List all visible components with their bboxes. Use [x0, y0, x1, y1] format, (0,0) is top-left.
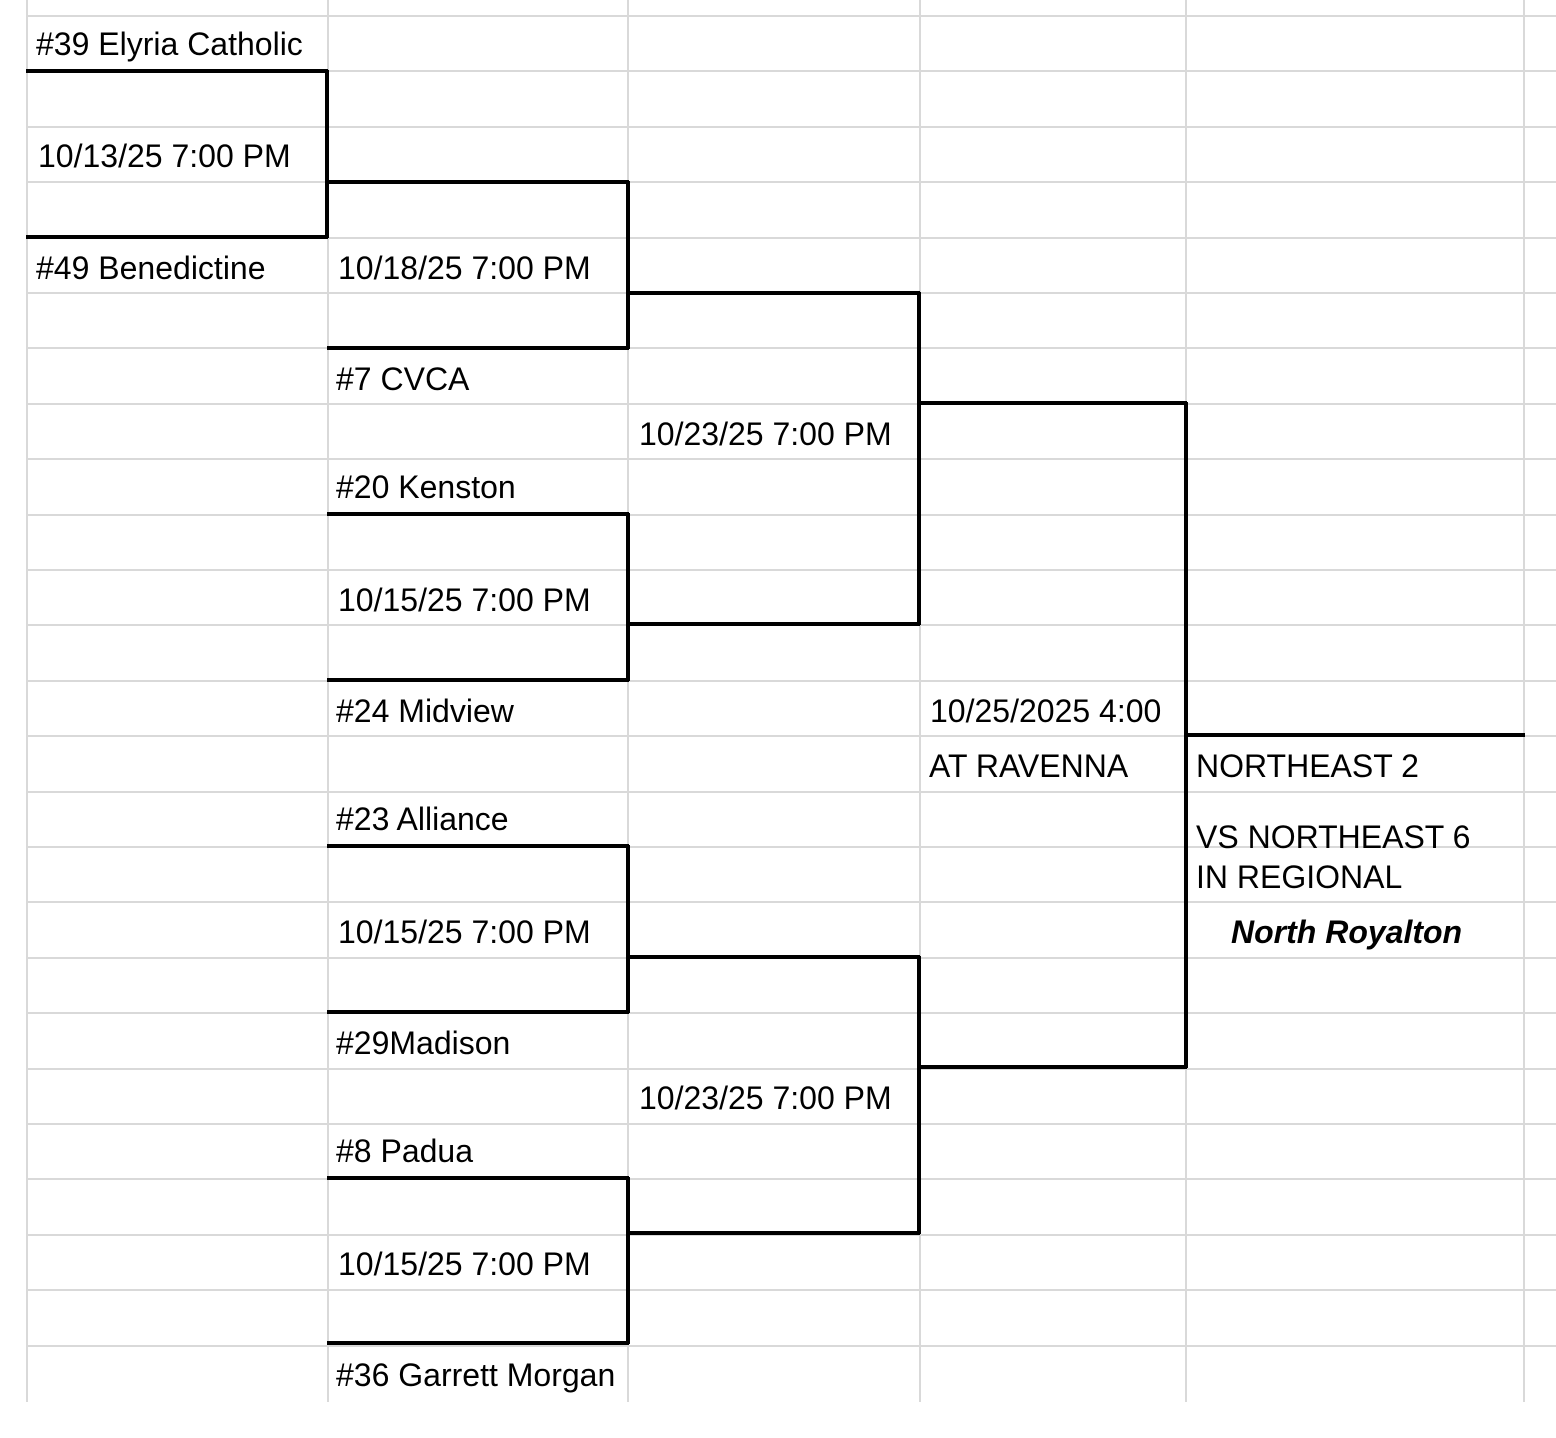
- column-gridline: [1523, 0, 1525, 1402]
- row-gridline: [26, 1345, 1556, 1347]
- row-gridline: [26, 126, 1556, 128]
- bracket-line: [26, 235, 328, 239]
- row-gridline: [26, 237, 1556, 239]
- bracket-line: [627, 622, 920, 626]
- row-gridline: [26, 70, 1556, 72]
- bracket-line: [327, 346, 629, 350]
- match-date-round1[interactable]: 10/13/25 7:00 PM: [38, 138, 291, 174]
- column-gridline: [26, 0, 28, 1402]
- team-elyria-catholic[interactable]: #39 Elyria Catholic: [36, 26, 303, 62]
- column-gridline: [327, 0, 329, 1402]
- row-gridline: [26, 791, 1556, 793]
- row-gridline: [26, 1012, 1556, 1014]
- row-gridline: [26, 569, 1556, 571]
- row-gridline: [26, 514, 1556, 516]
- outcome-seed[interactable]: NORTHEAST 2: [1196, 748, 1419, 784]
- row-gridline: [26, 403, 1556, 405]
- match-date-round2-4[interactable]: 10/15/25 7:00 PM: [338, 1246, 591, 1282]
- bracket-line: [626, 845, 630, 1013]
- outcome-note-line1[interactable]: VS NORTHEAST 6: [1196, 819, 1471, 855]
- bracket-line: [327, 1341, 629, 1345]
- bracket-line: [627, 1231, 920, 1235]
- row-gridline: [26, 15, 1556, 17]
- team-padua[interactable]: #8 Padua: [336, 1133, 474, 1169]
- bracket-line: [626, 1177, 630, 1344]
- bracket-line: [626, 513, 630, 681]
- column-gridline: [627, 0, 629, 1402]
- column-gridline: [919, 0, 921, 1402]
- team-madison[interactable]: #29Madison: [336, 1025, 511, 1061]
- bracket-line: [26, 69, 328, 73]
- team-benedictine[interactable]: #49 Benedictine: [36, 250, 266, 286]
- match-date-round3-2[interactable]: 10/23/25 7:00 PM: [639, 1080, 892, 1116]
- row-gridline: [26, 901, 1556, 903]
- row-gridline: [26, 680, 1556, 682]
- row-gridline: [26, 1289, 1556, 1291]
- bracket-line: [919, 401, 1187, 405]
- row-gridline: [26, 846, 1556, 848]
- match-date-round2-2[interactable]: 10/15/25 7:00 PM: [338, 582, 591, 618]
- row-gridline: [26, 1123, 1556, 1125]
- team-kenston[interactable]: #20 Kenston: [336, 469, 516, 505]
- winner-team[interactable]: North Royalton: [1231, 914, 1463, 950]
- team-cvca[interactable]: #7 CVCA: [336, 361, 470, 397]
- bracket-line: [627, 955, 920, 959]
- team-garrett-morgan[interactable]: #36 Garrett Morgan: [336, 1357, 616, 1393]
- bracket-line: [325, 70, 329, 238]
- row-gridline: [26, 1234, 1556, 1236]
- bracket-line: [327, 512, 629, 516]
- bracket-line: [327, 1010, 629, 1014]
- row-gridline: [26, 347, 1556, 349]
- row-gridline: [26, 1178, 1556, 1180]
- bracket-line: [327, 844, 629, 848]
- bracket-line: [327, 678, 629, 682]
- row-gridline: [26, 181, 1556, 183]
- bracket-line: [1186, 733, 1525, 737]
- bracket-line: [626, 181, 630, 349]
- bracket-line: [327, 180, 629, 184]
- final-location[interactable]: AT RAVENNA: [929, 748, 1129, 784]
- outcome-note-line2[interactable]: IN REGIONAL: [1196, 859, 1403, 895]
- bracket-line: [917, 956, 921, 1234]
- row-gridline: [26, 458, 1556, 460]
- team-midview[interactable]: #24 Midview: [336, 693, 514, 729]
- bracket-line: [327, 1176, 629, 1180]
- bracket-line: [919, 1065, 1187, 1069]
- final-date[interactable]: 10/25/2025 4:00: [930, 693, 1162, 729]
- bracket-line: [917, 292, 921, 625]
- team-alliance[interactable]: #23 Alliance: [336, 801, 509, 837]
- match-date-round3-1[interactable]: 10/23/25 7:00 PM: [639, 416, 892, 452]
- bracket-line: [627, 291, 920, 295]
- match-date-round2-1[interactable]: 10/18/25 7:00 PM: [338, 250, 591, 286]
- row-gridline: [26, 735, 1556, 737]
- row-gridline: [26, 1068, 1556, 1070]
- match-date-round2-3[interactable]: 10/15/25 7:00 PM: [338, 914, 591, 950]
